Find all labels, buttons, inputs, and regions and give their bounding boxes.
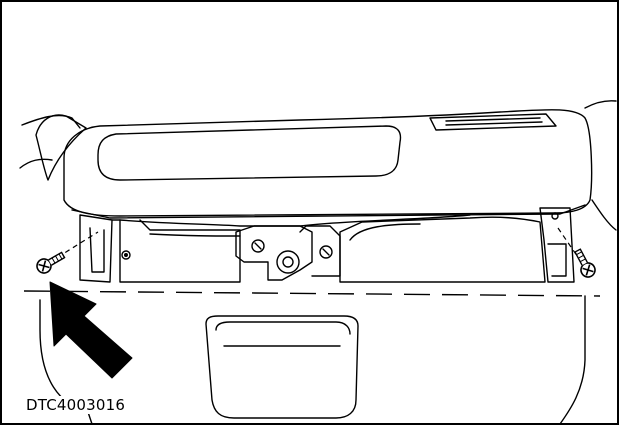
left-trim-piece	[35, 114, 87, 181]
right-internal-plate	[339, 216, 546, 283]
screw-icon	[574, 248, 596, 278]
vent-slot-1	[445, 117, 541, 122]
right-background-edge	[584, 100, 617, 109]
mechanism-bolt-right-slot	[322, 248, 330, 256]
dashed-reference-line	[23, 290, 601, 297]
mechanism-arm	[299, 225, 341, 277]
figure-code-label: DTC4003016	[24, 396, 128, 414]
top-cover-vent	[429, 113, 557, 131]
mechanism-bolt-right	[319, 245, 333, 259]
cover-lower-edge	[71, 204, 586, 219]
mechanism-bolt-left-slot	[254, 242, 262, 250]
left-plate-hole	[121, 250, 131, 260]
vent-slot-2	[445, 121, 543, 126]
right-bracket-inner	[547, 243, 567, 277]
left-bracket	[79, 214, 113, 283]
left-trim-fold	[19, 158, 53, 169]
mechanism-knob-inner	[282, 256, 294, 268]
screw-icon	[36, 251, 66, 274]
inner-rail-lower	[149, 233, 241, 237]
mechanism-bolt-left	[251, 239, 265, 253]
glovebox-recess-inner	[215, 321, 351, 335]
left-plate-hole-inner	[123, 252, 128, 257]
right-plate-fold	[349, 223, 421, 241]
thick-arrow-icon	[49, 281, 133, 379]
right-bracket	[539, 207, 575, 283]
lower-console-right-edge	[559, 295, 586, 425]
top-cover-groove	[97, 125, 402, 181]
right-background-curve	[591, 199, 617, 231]
left-bracket-inner	[89, 227, 105, 273]
center-mechanism-housing	[235, 225, 313, 281]
right-bracket-hole	[551, 212, 559, 220]
mechanism-knob-outer	[276, 250, 300, 274]
glovebox-recess	[205, 315, 359, 419]
